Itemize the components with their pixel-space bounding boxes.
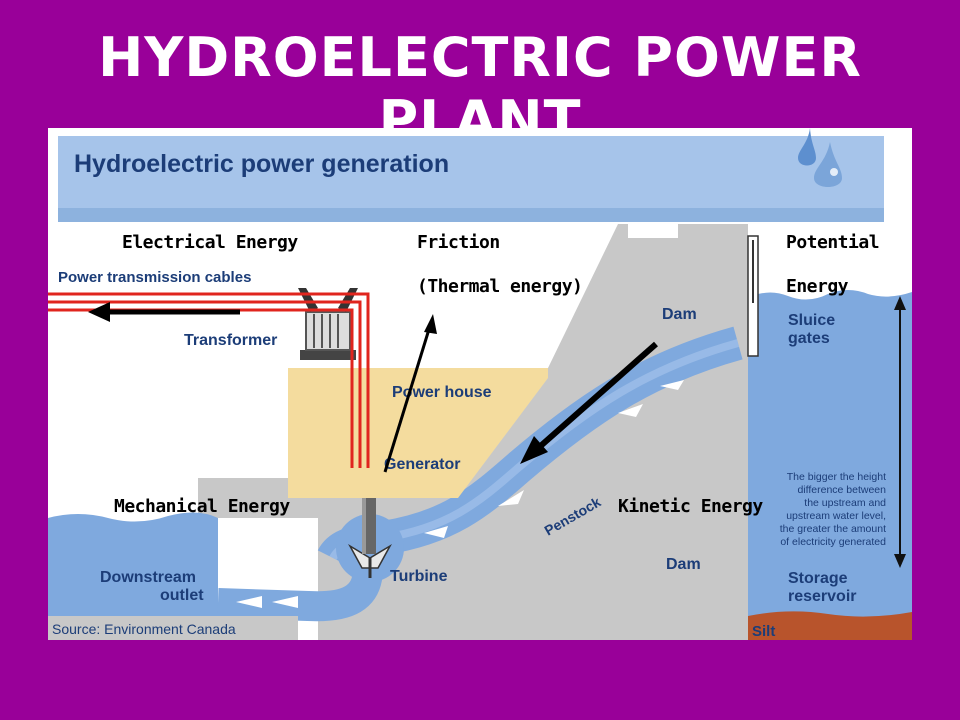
arrow-kinetic [534,341,658,453]
label-sluice-2: gates [788,330,830,347]
label-source: Source: Environment Canada [52,621,236,637]
slide-title: HYDROELECTRIC POWER PLANT [98,26,862,152]
label-storage-1: Storage [788,570,848,587]
label-silt: Silt [752,623,775,640]
label-turbine: Turbine [390,568,448,585]
annotation-potential: Potential [786,232,880,253]
turbine-icon [348,543,392,578]
label-power-house: Power house [392,384,492,401]
label-storage-2: reservoir [788,588,857,605]
label-generator: Generator [384,456,460,473]
annotation-mechanical-energy: Mechanical Energy [114,496,290,517]
height-note: The bigger the height difference between… [780,471,886,548]
header-band-edge [58,208,884,222]
label-downstream-1: Downstream [100,569,196,586]
diagram-panel: Hydroelectric power generation [48,128,912,640]
header-band [58,136,884,210]
sluice-gate-icon [747,235,759,357]
storage-reservoir-water [748,290,912,640]
label-sluice-1: Sluice [788,312,835,329]
annotation-electrical-energy: Electrical Energy [122,232,298,253]
outlet-pipe [217,567,383,622]
source-bar [48,616,298,640]
label-downstream-2: outlet [160,587,204,604]
annotation-friction: Friction [417,232,500,253]
annotation-thermal-energy: (Thermal energy) [417,276,583,297]
note-line: the upstream and [804,497,886,509]
diagram-header: Hydroelectric power generation [74,150,449,178]
arrow-friction [383,325,432,473]
annotation-potential-energy: Energy [786,276,849,297]
transformer-icon [298,288,358,360]
annotation-arrows [88,302,658,473]
label-dam-top: Dam [662,306,697,323]
note-line: The bigger the height [787,471,886,483]
note-line: the greater the amount [780,523,886,535]
label-dam-bottom: Dam [666,556,701,573]
label-power-cables: Power transmission cables [58,269,251,286]
note-line: of electricity generated [780,536,886,548]
silt-layer [748,611,912,640]
label-transformer: Transformer [184,332,277,349]
note-line: upstream water level, [786,510,886,522]
note-line: difference between [797,484,886,496]
annotation-kinetic-energy: Kinetic Energy [618,496,763,517]
water-droplet-icon [798,128,842,187]
flow-arrows [236,380,684,608]
hydro-diagram: Hydroelectric power generation [48,128,912,640]
height-arrow [894,296,906,568]
